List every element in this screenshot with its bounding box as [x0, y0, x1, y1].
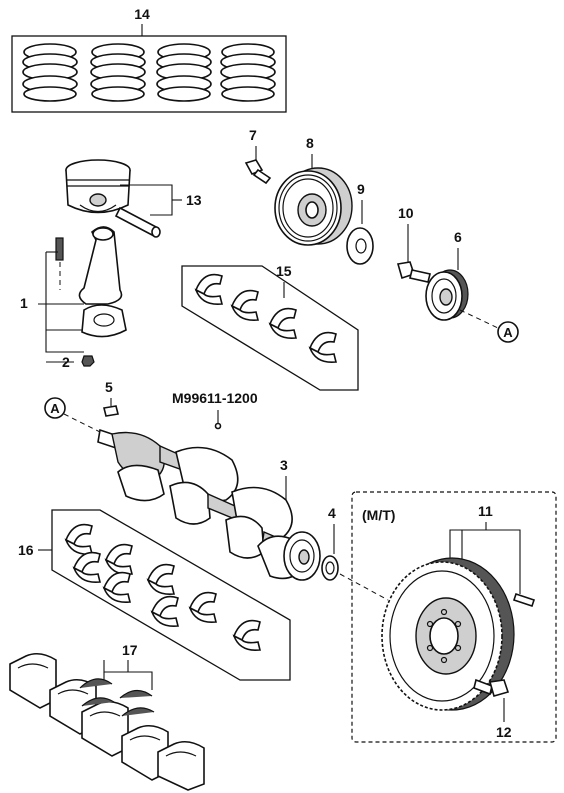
- timing-sprocket: [425, 269, 469, 321]
- ref-marker-a-left: [44, 397, 66, 419]
- callout-5: 5: [105, 379, 113, 395]
- part-code-point: [214, 422, 222, 430]
- bearing-cap-1: [9, 652, 57, 709]
- bearing-lower-outline: [51, 509, 291, 681]
- callout-13: 13: [186, 192, 202, 208]
- pilot-bushing: [321, 555, 339, 581]
- piston-ring-stack-1: [22, 43, 78, 102]
- lower-bearing-shell-8: [232, 619, 262, 652]
- lower-bearing-shell-7: [188, 591, 218, 624]
- crankshaft: 3: [97, 428, 321, 581]
- flywheel-dowel-pin: [512, 592, 536, 608]
- callout-4: 4: [328, 505, 336, 521]
- lower-bearing-shell-6: [150, 595, 180, 628]
- callout-7: 7: [249, 127, 257, 143]
- flywheel-mt-box: [351, 491, 557, 743]
- lower-bearing-shell-1: [64, 523, 94, 556]
- ref-marker-a-left-label: A: [50, 401, 60, 416]
- bearing-cap-4: [121, 724, 169, 781]
- piston-assembly: 13: [65, 159, 202, 238]
- flywheel-mt-group: (M/T) 11 12: [351, 491, 557, 743]
- upper-bearing-shell-1: [194, 273, 224, 306]
- part-code-label: M99611-1200: [172, 390, 258, 406]
- flywheel-bolt: [473, 678, 510, 697]
- damper-plate: [346, 227, 374, 265]
- lower-bearing-shell-3: [104, 543, 134, 576]
- lower-bearing-shell-4: [102, 571, 132, 604]
- damper-pulley: [274, 167, 353, 246]
- ref-marker-a-right-label: A: [503, 325, 513, 340]
- piston-pin: [114, 206, 161, 238]
- pilot-bushing-group: 4: [321, 505, 389, 601]
- bearing-cap-3: [81, 700, 129, 757]
- callout-8: 8: [306, 135, 314, 151]
- crank-key: [103, 405, 119, 417]
- callout-3: 3: [280, 457, 288, 473]
- callout-17: 17: [122, 642, 138, 658]
- callout-9: 9: [357, 181, 365, 197]
- callout-10: 10: [398, 205, 414, 221]
- callout-6: 6: [454, 229, 462, 245]
- rod-bolt: [55, 237, 64, 261]
- piston-ring-stack-3: [156, 43, 212, 102]
- piston-ring-stack-2: [90, 43, 146, 102]
- callout-1: 1: [20, 295, 28, 311]
- main-bearing-caps-group: 17: [9, 642, 205, 791]
- callout-12: 12: [496, 724, 512, 740]
- bearing-set-upper: 15: [181, 263, 359, 391]
- ref-marker-a-right: [497, 321, 519, 343]
- connecting-rod-assembly: 1 2: [20, 226, 127, 370]
- callout-14: 14: [134, 6, 150, 22]
- callout-11: 11: [478, 503, 493, 519]
- piston-ring-stack-4: [220, 43, 276, 102]
- upper-bearing-shell-3: [268, 307, 298, 340]
- piston-ring-set-group: 14: [11, 6, 287, 113]
- callout-15: 15: [276, 263, 292, 279]
- rod-nut: [81, 355, 95, 367]
- crank-key-group: 5 M99611-1200 A: [44, 379, 258, 433]
- transmission-label: (M/T): [362, 507, 395, 523]
- callout-16: 16: [18, 542, 34, 558]
- lower-bearing-shell-5: [146, 563, 176, 596]
- thrust-washer-set: [79, 678, 155, 717]
- timing-sprocket-group: 10 6 A: [396, 205, 519, 343]
- lower-bearing-shell-2: [72, 551, 102, 584]
- upper-bearing-shell-4: [308, 331, 338, 364]
- callout-2: 2: [62, 354, 70, 370]
- damper-pulley-group: 7 8 9: [244, 127, 374, 265]
- bearing-upper-outline: [181, 265, 359, 391]
- flywheel: [381, 557, 515, 711]
- rod-cap: [81, 304, 127, 338]
- upper-bearing-shell-2: [230, 289, 260, 322]
- bearing-set-lower: 16: [18, 509, 291, 681]
- bearing-cap-5: [157, 740, 205, 791]
